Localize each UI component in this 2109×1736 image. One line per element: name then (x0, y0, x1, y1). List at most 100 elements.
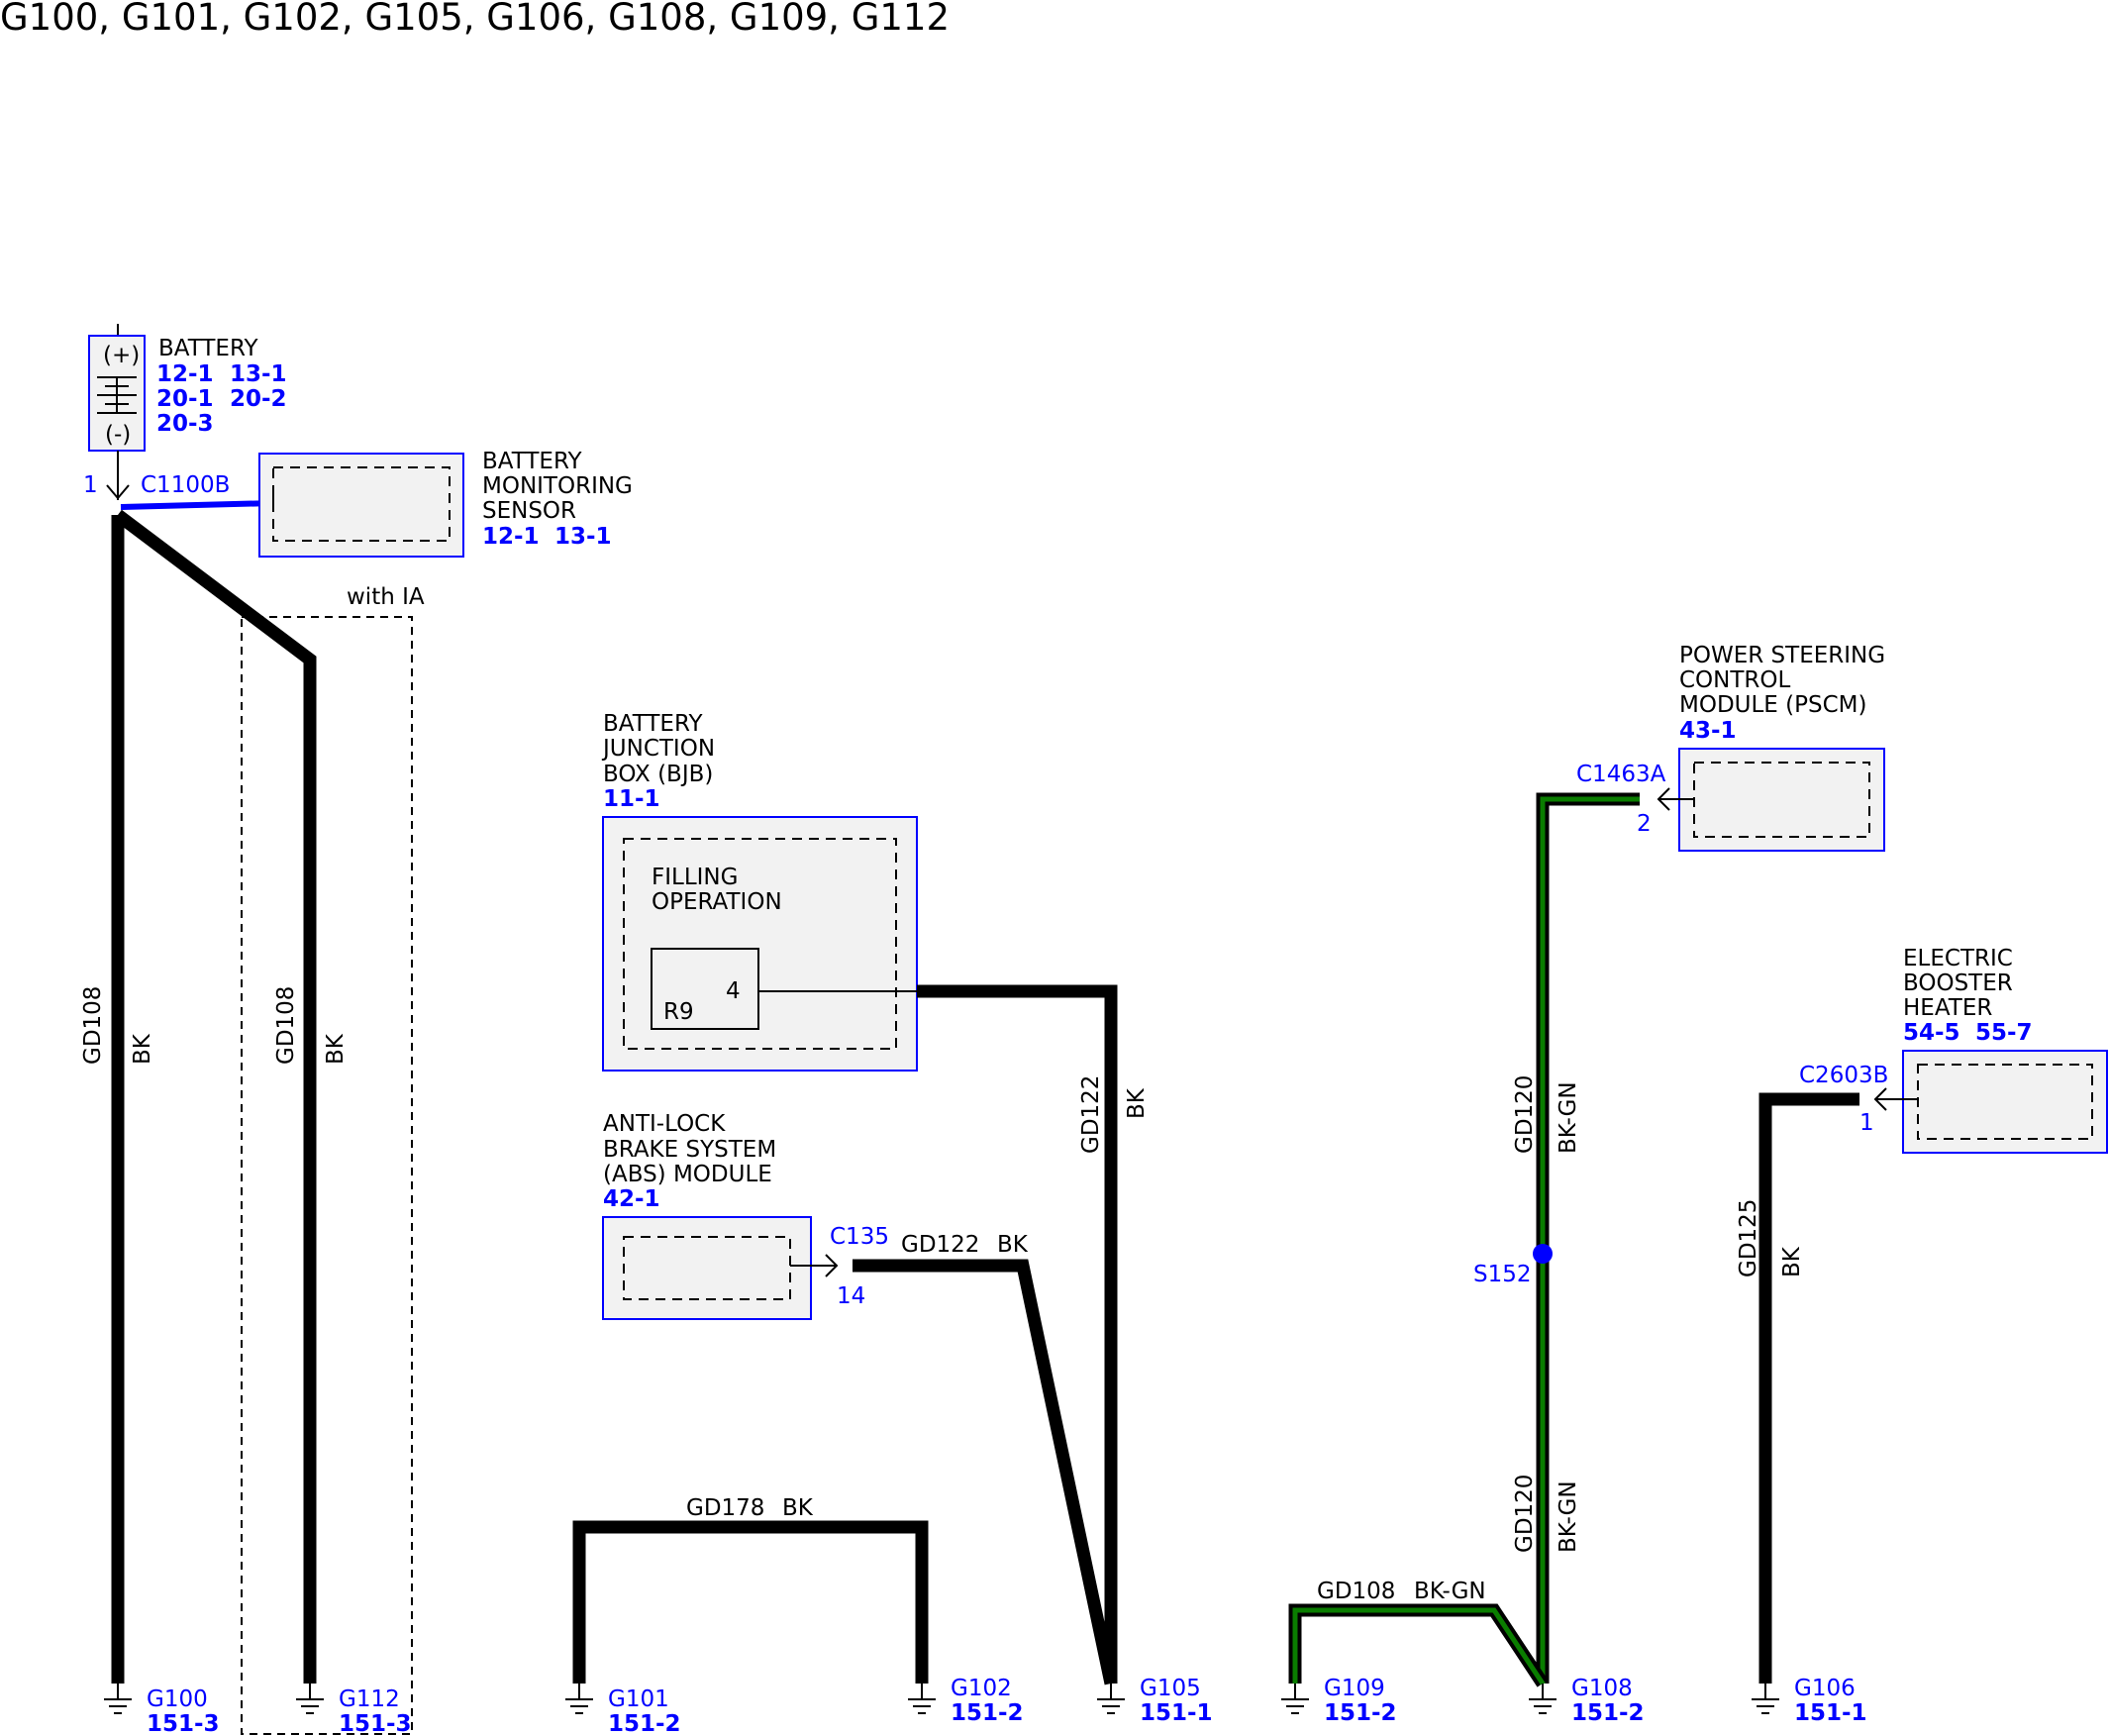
c2603b-connector-icon (1873, 1087, 1887, 1111)
ground-ref[interactable]: 151-3 (147, 1711, 220, 1736)
wire-gd125-color: BK (1779, 1246, 1805, 1277)
wire-gd120-lower-circuit: GD120 (1512, 1475, 1538, 1553)
wire-gd108-g109-color: BK-GN (1414, 1579, 1486, 1604)
wire-gd122-bjb-circuit: GD122 (1078, 1075, 1104, 1154)
ground-ref[interactable]: 151-2 (951, 1700, 1024, 1726)
wire-gd108-g112[interactable] (114, 509, 317, 1684)
bms-label-line2: MONITORING (482, 473, 633, 499)
ground-ref[interactable]: 151-1 (1140, 1700, 1213, 1726)
bjb-inner-line2: OPERATION (652, 889, 782, 915)
ground-id: G112 (339, 1686, 400, 1712)
battery-monitoring-sensor-box[interactable] (258, 453, 464, 558)
wire-gd108-b-color: BK (323, 1033, 349, 1065)
ground-id: G101 (608, 1686, 669, 1712)
c2603b-pin: 1 (1859, 1110, 1874, 1136)
battery-ref-20-2[interactable]: 20-2 (230, 386, 287, 412)
c1100b-connector-icon (106, 484, 130, 500)
wire-gd122-abs[interactable] (853, 1259, 1118, 1685)
wire-gd122-bjb-color: BK (1124, 1087, 1150, 1119)
heater-label-line3: HEATER (1903, 995, 1992, 1021)
wire-gd125-circuit: GD125 (1736, 1199, 1761, 1277)
wire-gd108-g109-circuit: GD108 (1317, 1579, 1395, 1604)
battery-label: BATTERY (158, 336, 258, 361)
ground-id: G108 (1571, 1676, 1633, 1701)
bjb-box[interactable] (602, 816, 918, 1072)
bjb-ref[interactable]: 11-1 (603, 786, 660, 812)
abs-label-line3: (ABS) MODULE (603, 1162, 772, 1187)
relay-label: R9 (663, 999, 694, 1025)
pscm-label-line2: CONTROL (1679, 667, 1791, 693)
heater-box[interactable] (1902, 1050, 2108, 1154)
splice-label: S152 (1473, 1262, 1532, 1287)
bms-label-line1: BATTERY (482, 449, 582, 474)
pscm-label-line3: MODULE (PSCM) (1679, 692, 1866, 718)
c135-label[interactable]: C135 (830, 1224, 889, 1250)
wire-gd108-g109[interactable] (1288, 1603, 1549, 1687)
wire-gd125[interactable] (1758, 1092, 1859, 1684)
battery-ref-20-1[interactable]: 20-1 (156, 386, 214, 412)
bms-ref-12-1[interactable]: 12-1 (482, 524, 540, 550)
battery-ref-12-1[interactable]: 12-1 (156, 361, 214, 387)
bms-label-line3: SENSOR (482, 498, 576, 524)
wire-gd178-circuit: GD178 (686, 1495, 764, 1521)
wire-gd120-upper-circuit: GD120 (1512, 1075, 1538, 1154)
ground-ref[interactable]: 151-2 (1324, 1700, 1397, 1726)
abs-module-box[interactable] (602, 1216, 812, 1320)
splice-s152[interactable] (1533, 1244, 1553, 1264)
ground-id: G106 (1794, 1676, 1856, 1701)
c135-pin: 14 (837, 1283, 865, 1309)
wire-gd108-a-color: BK (130, 1033, 155, 1065)
ground-id: G100 (147, 1686, 208, 1712)
c135-connector-icon (825, 1254, 839, 1277)
wire-gd120-lower-color: BK-GN (1556, 1481, 1581, 1553)
wire-gd178-color: BK (782, 1495, 814, 1521)
relay-r9[interactable] (651, 948, 759, 1030)
ground-ref[interactable]: 151-1 (1794, 1700, 1867, 1726)
abs-label-line2: BRAKE SYSTEM (603, 1137, 776, 1163)
ground-ref[interactable]: 151-2 (608, 1711, 681, 1736)
abs-label-line1: ANTI-LOCK (603, 1111, 726, 1137)
wire-gd120-upper-color: BK-GN (1556, 1081, 1581, 1154)
pscm-label-line1: POWER STEERING (1679, 643, 1885, 668)
bjb-label-line1: BATTERY (603, 711, 703, 737)
battery-symbol[interactable]: (+) (-) (88, 324, 146, 452)
heater-ref-54-5[interactable]: 54-5 (1903, 1020, 1960, 1046)
option-region-with-ia (241, 616, 413, 1735)
ground-ref[interactable]: 151-2 (1571, 1700, 1645, 1726)
c2603b-label[interactable]: C2603B (1799, 1063, 1888, 1088)
c1463a-pin: 2 (1637, 811, 1652, 837)
battery-ref-20-3[interactable]: 20-3 (156, 411, 214, 437)
wire-gd108-a-circuit: GD108 (80, 986, 106, 1065)
heater-ref-55-7[interactable]: 55-7 (1975, 1020, 2033, 1046)
wire-gd122-bjb[interactable] (917, 984, 1118, 1684)
c1463a-connector-icon (1657, 787, 1670, 811)
wire-gd122-abs-circuit: GD122 (901, 1232, 979, 1258)
c1463a-label[interactable]: C1463A (1576, 762, 1666, 787)
pscm-ref[interactable]: 43-1 (1679, 718, 1737, 744)
relay-pin: 4 (726, 978, 741, 1004)
bjb-label-line2: JUNCTION (601, 736, 715, 762)
page-title: G100, G101, G102, G105, G106, G108, G109… (0, 0, 950, 39)
pscm-box[interactable] (1678, 748, 1885, 852)
heater-label-line2: BOOSTER (1903, 970, 2013, 996)
wire-gd122-abs-color: BK (997, 1232, 1029, 1258)
wire-gd178[interactable] (572, 1520, 929, 1684)
bjb-inner-line1: FILLING (652, 865, 738, 890)
bms-ref-13-1[interactable]: 13-1 (554, 524, 612, 550)
svg-text:(-): (-) (105, 422, 131, 448)
ground-ref[interactable]: 151-3 (339, 1711, 412, 1736)
c1100b-label[interactable]: C1100B (141, 472, 230, 498)
battery-ref-13-1[interactable]: 13-1 (230, 361, 287, 387)
wire-gd108-b-circuit: GD108 (273, 986, 299, 1065)
heater-label-line1: ELECTRIC (1903, 946, 2013, 971)
abs-ref[interactable]: 42-1 (603, 1186, 660, 1212)
